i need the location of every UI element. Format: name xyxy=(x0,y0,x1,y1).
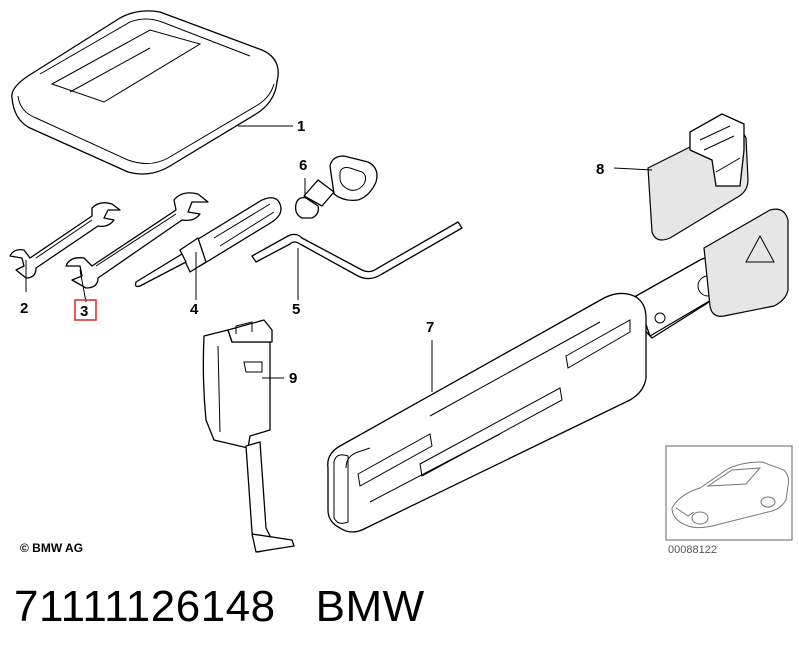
tool-case xyxy=(11,10,279,175)
callout-8: 8 xyxy=(596,161,604,178)
callout-7: 7 xyxy=(426,319,434,336)
callout-2: 2 xyxy=(20,300,28,317)
callout-1: 1 xyxy=(297,118,305,135)
callout-3: 3 xyxy=(80,303,88,320)
holder-bracket xyxy=(647,113,749,241)
jack-assembly xyxy=(327,208,789,533)
callout-6: 6 xyxy=(299,157,307,174)
vehicle-thumbnail xyxy=(665,445,793,541)
diagram-number: 00088122 xyxy=(668,544,717,556)
callout-4: 4 xyxy=(190,301,199,318)
leader-lines xyxy=(25,125,653,392)
parts-diagram: 1 2 3 4 5 6 7 8 9 © BMW AG 00088122 xyxy=(9,10,793,556)
screwdriver xyxy=(134,197,282,288)
part-number: 71111126148 xyxy=(14,582,276,631)
part-caption: 71111126148 BMW xyxy=(14,582,425,632)
bent-rod xyxy=(251,221,463,280)
callout-3-highlight xyxy=(74,299,97,321)
large-wrench xyxy=(65,192,209,289)
callout-9: 9 xyxy=(289,370,297,387)
holder-clip xyxy=(202,319,295,553)
small-wrench xyxy=(9,202,121,279)
copyright-label: © BMW AG xyxy=(20,541,83,555)
callout-5: 5 xyxy=(292,301,300,318)
towing-eye xyxy=(294,155,378,219)
brand-name: BMW xyxy=(315,582,425,631)
